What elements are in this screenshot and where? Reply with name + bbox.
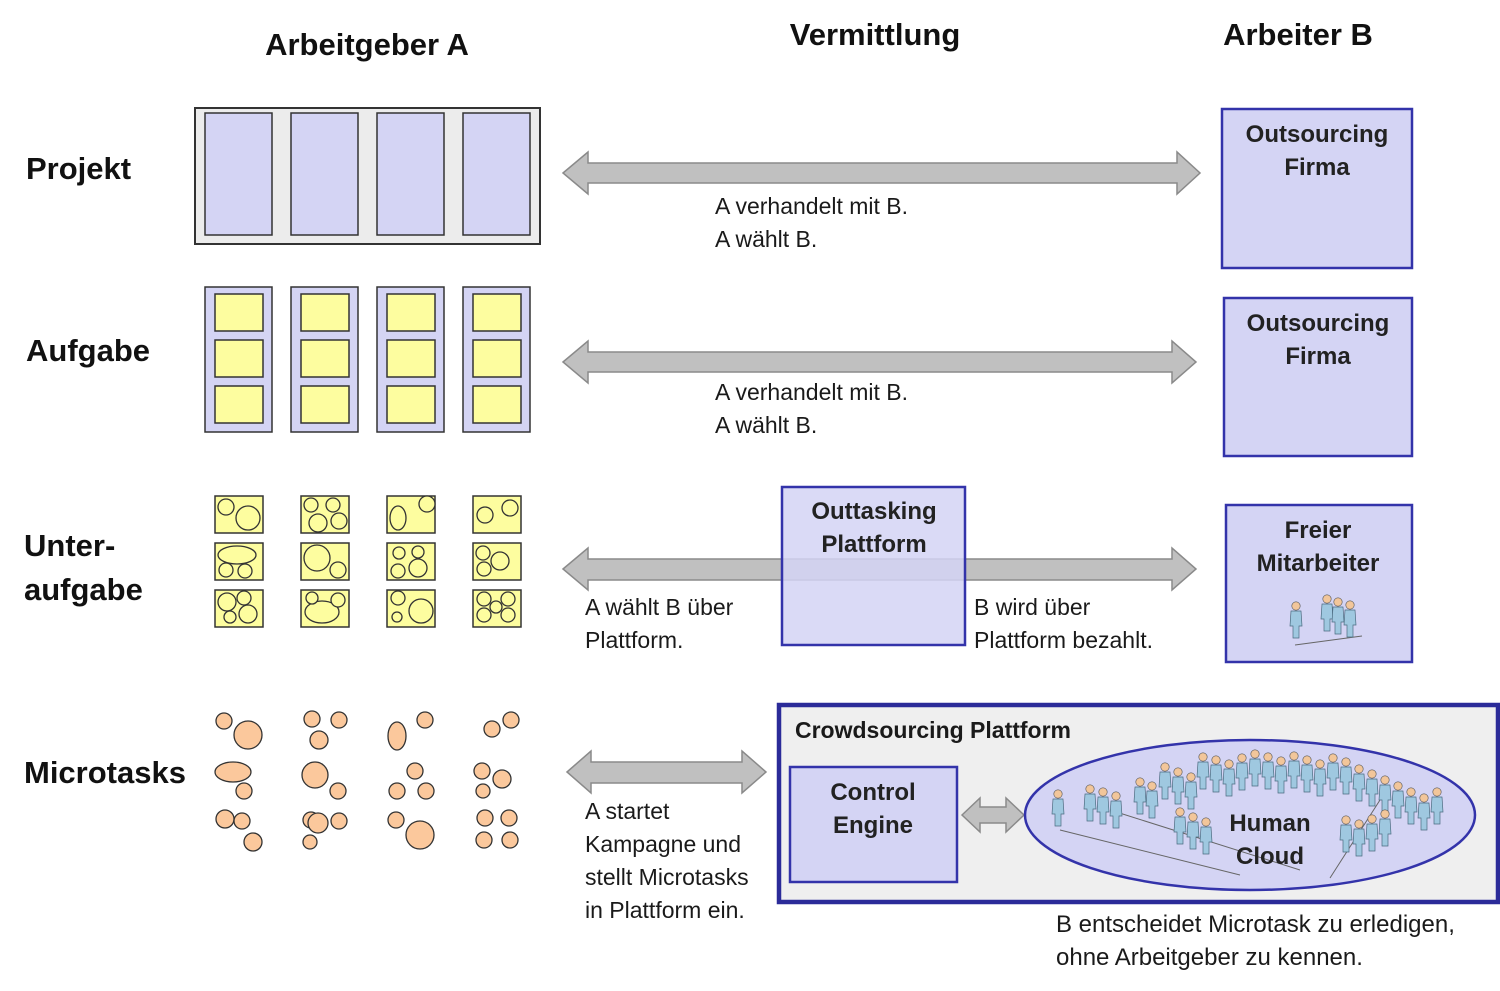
subtask-note-right-2: Plattform bezahlt.: [974, 627, 1153, 653]
microtask-note-left-2: Kampagne und: [585, 831, 741, 857]
microtask-bubbles: [214, 710, 520, 852]
project-container: [194, 107, 541, 245]
outtasking-line-2: Plattform: [821, 531, 926, 558]
microtask-note-left-1: A startet: [585, 798, 670, 824]
freelancer-people-icon: [1289, 594, 1363, 646]
row-label-task: Aufgabe: [26, 333, 150, 368]
control-engine-line-2: Engine: [833, 812, 913, 839]
control-engine-box: [788, 765, 959, 884]
task-yellow-cells: [214, 293, 522, 424]
microtask-note-bottom-2: ohne Arbeitgeber zu kennen.: [1056, 944, 1363, 971]
outsourcing-task-line-2: Firma: [1285, 343, 1351, 370]
project-note-2: A wählt B.: [715, 226, 817, 252]
task-note-2: A wählt B.: [715, 412, 817, 438]
human-cloud-line-2: Cloud: [1236, 843, 1304, 870]
task-note-1: A verhandelt mit B.: [715, 379, 908, 405]
crowd-people-icon: [1051, 749, 1444, 879]
outtasking-platform-box: [780, 485, 967, 647]
header-mediation: Vermittlung: [790, 17, 961, 52]
freelancer-box: [1224, 503, 1414, 664]
header-employer: Arbeitgeber A: [265, 27, 469, 62]
crowdsourcing-platform-title: Crowdsourcing Plattform: [795, 717, 1071, 743]
microtask-note-left-4: in Plattform ein.: [585, 897, 745, 923]
header-worker: Arbeiter B: [1223, 17, 1373, 52]
outsourcing-task-line-1: Outsourcing: [1247, 310, 1390, 337]
double-arrow-project: [561, 150, 1202, 196]
subtask-note-left-1: A wählt B über: [585, 594, 734, 620]
microtask-note-bottom-1: B entscheidet Microtask zu erledigen,: [1056, 911, 1455, 938]
control-engine-line-1: Control: [830, 779, 915, 806]
microtask-note-left-3: stellt Microtasks: [585, 864, 749, 890]
double-arrow-microtasks: [565, 749, 768, 795]
row-label-microtasks: Microtasks: [24, 755, 186, 790]
outsourcing-project-line-1: Outsourcing: [1246, 121, 1389, 148]
subtask-note-right-1: B wird über: [974, 594, 1091, 620]
row-label-subtask-1: Unter-: [24, 528, 115, 563]
freelancer-line-1: Freier: [1285, 517, 1352, 544]
row-label-subtask-2: aufgabe: [24, 572, 143, 607]
outsourcing-project-line-2: Firma: [1284, 154, 1350, 181]
outsourcing-box-task: [1222, 296, 1414, 458]
human-cloud-line-1: Human: [1229, 810, 1310, 837]
freelancer-line-2: Mitarbeiter: [1257, 550, 1380, 577]
subtask-note-left-2: Plattform.: [585, 627, 683, 653]
subtask-cells: [214, 495, 522, 628]
double-arrow-task: [561, 339, 1198, 385]
row-label-project: Projekt: [26, 151, 131, 186]
project-note-1: A verhandelt mit B.: [715, 193, 908, 219]
outtasking-line-1: Outtasking: [811, 498, 936, 525]
outsourcing-box-project: [1220, 107, 1414, 270]
